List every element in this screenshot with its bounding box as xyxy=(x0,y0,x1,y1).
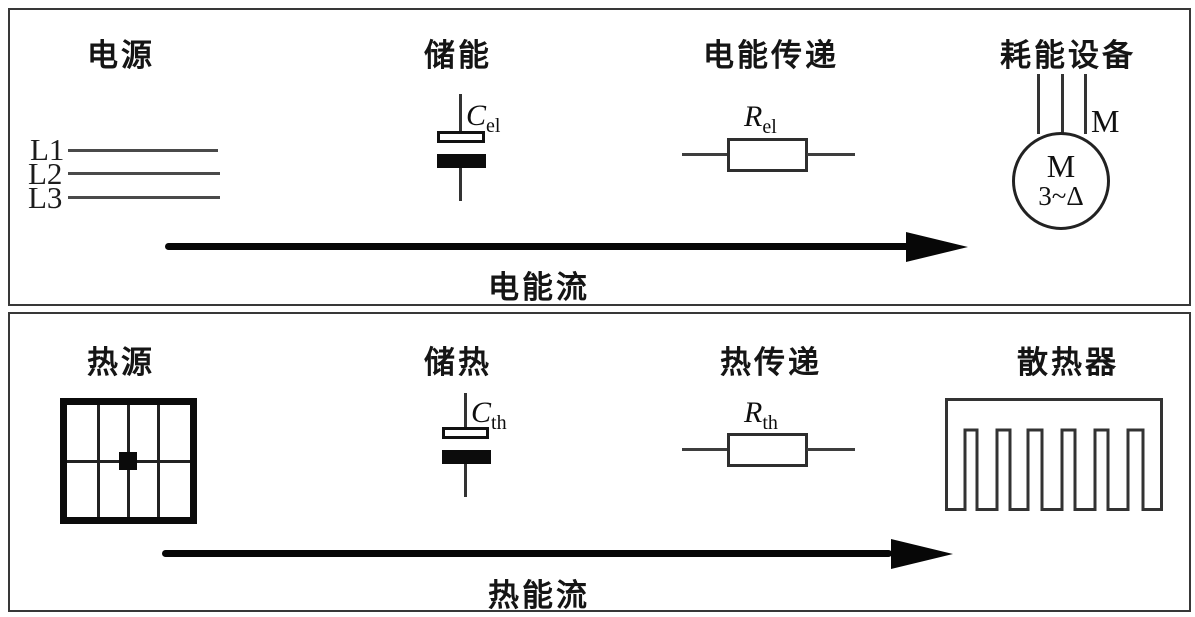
motor-name-label: M xyxy=(1046,148,1076,185)
phase-line-l3 xyxy=(68,196,220,199)
resistor-th-label: Rth xyxy=(744,396,778,434)
capacitor-th-plate-top xyxy=(442,427,489,439)
electrical-flow-label: 电能流 xyxy=(488,270,590,305)
phase-label-l2: L2 xyxy=(28,156,63,191)
header-heat-transfer: 热传递 xyxy=(720,345,822,380)
electrical-arrow-head xyxy=(906,232,968,262)
capacitor-el-bottom-wire xyxy=(459,168,462,201)
motor-terminal-label: M xyxy=(1091,103,1120,139)
resistor-th-subscript: th xyxy=(762,412,778,434)
header-load-device: 耗能设备 xyxy=(1000,38,1136,73)
header-heat-storage: 储热 xyxy=(424,345,492,380)
motor-winding-label: 3~Δ xyxy=(1038,181,1084,212)
electrical-panel: 电源 储能 电能传递 耗能设备 L1 L2 L3 Cel Rel M M 3~ xyxy=(8,8,1191,306)
capacitor-el-plate-bottom xyxy=(437,154,486,168)
capacitor-th-symbol: C xyxy=(471,396,492,429)
phase-line-l2 xyxy=(68,172,220,175)
phase-label-l3: L3 xyxy=(28,180,63,215)
capacitor-th-bottom-wire xyxy=(464,464,467,497)
motor-circle: M 3~Δ xyxy=(1012,132,1110,230)
phase-label-l1: L1 xyxy=(30,132,65,167)
thermal-arrow-shaft xyxy=(162,550,892,557)
resistor-el-left-wire xyxy=(682,153,728,156)
capacitor-el-label: Cel xyxy=(466,99,501,137)
header-energy-storage: 储能 xyxy=(424,38,492,73)
capacitor-th-top-wire xyxy=(464,393,467,429)
capacitor-el-subscript: el xyxy=(486,115,501,137)
resistor-th-left-wire xyxy=(682,448,728,451)
header-heat-source: 热源 xyxy=(87,345,155,380)
resistor-el-symbol: R xyxy=(744,100,763,133)
heat-source-icon xyxy=(60,398,197,524)
capacitor-th-label: Cth xyxy=(471,396,507,434)
thermal-arrow-head xyxy=(891,539,953,569)
resistor-el-label: Rel xyxy=(744,100,777,138)
resistor-th-right-wire xyxy=(807,448,855,451)
motor-wire-3 xyxy=(1084,74,1087,134)
resistor-th-symbol: R xyxy=(744,396,763,429)
resistor-el-body xyxy=(727,138,808,172)
header-power-source: 电源 xyxy=(87,38,155,73)
motor-wire-1 xyxy=(1037,74,1040,134)
heat-source-core xyxy=(119,451,138,470)
capacitor-el-symbol: C xyxy=(466,99,487,132)
capacitor-th-subscript: th xyxy=(491,412,507,434)
header-heat-sink: 散热器 xyxy=(1017,345,1119,380)
capacitor-el-plate-top xyxy=(437,131,485,143)
capacitor-el-top-wire xyxy=(459,94,462,133)
heat-sink-icon xyxy=(945,398,1163,511)
header-energy-transfer: 电能传递 xyxy=(703,38,839,73)
thermal-panel: 热源 储热 热传递 散热器 Cth Rth 热能流 xyxy=(8,312,1191,613)
motor-wire-2 xyxy=(1061,74,1064,138)
capacitor-th-plate-bottom xyxy=(442,450,491,464)
resistor-el-subscript: el xyxy=(762,116,777,138)
resistor-el-right-wire xyxy=(807,153,855,156)
phase-line-l1 xyxy=(68,149,218,152)
resistor-th-body xyxy=(727,433,808,467)
electrical-arrow-shaft xyxy=(165,243,910,250)
thermal-flow-label: 热能流 xyxy=(488,578,590,613)
